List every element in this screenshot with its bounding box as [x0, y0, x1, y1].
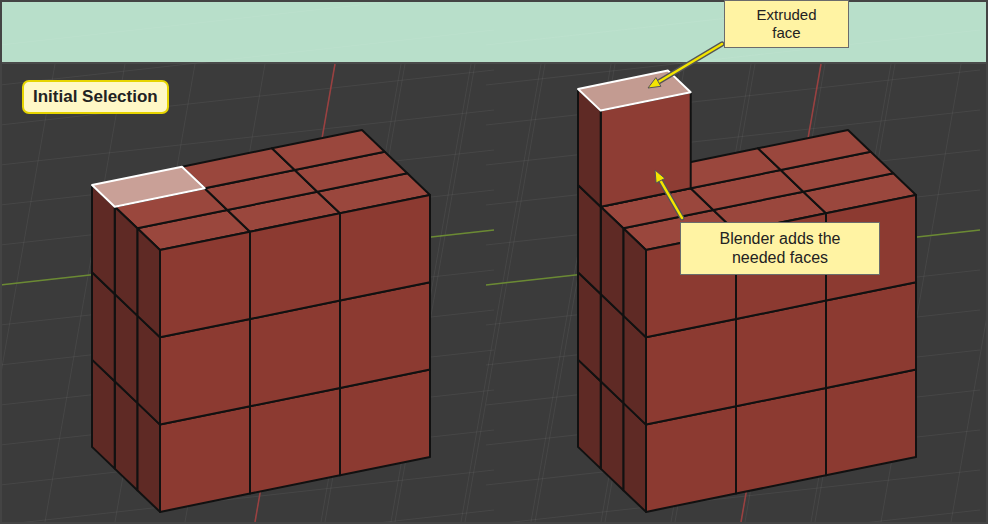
leader-arrow	[648, 44, 722, 88]
top-face-cell	[272, 130, 385, 170]
callout-text: Extruded face	[749, 6, 824, 42]
side-face-cell	[623, 228, 646, 337]
side-face-cell	[601, 207, 624, 316]
grid-line	[0, 64, 55, 522]
leader-shadow	[661, 181, 683, 218]
front-face-cell	[340, 195, 430, 301]
top-face-cell	[758, 130, 871, 170]
new-side-face	[601, 92, 691, 206]
extruded-face	[578, 71, 691, 111]
arrow-head	[655, 170, 665, 183]
grid-line	[0, 510, 494, 524]
grid-line	[45, 64, 125, 522]
leader-line	[661, 181, 683, 218]
callout-box: Extruded face	[724, 0, 849, 48]
band-border	[0, 62, 988, 64]
grid-line	[486, 70, 980, 125]
front-face-cell	[160, 232, 250, 338]
selected-face	[92, 167, 205, 207]
leader-line	[658, 44, 722, 82]
arrow-head	[648, 78, 661, 88]
grid-line	[531, 64, 611, 522]
cube-models	[92, 71, 916, 512]
leader-arrow	[655, 170, 682, 218]
cube	[92, 130, 430, 512]
side-face-cell	[115, 207, 138, 316]
header-band	[0, 0, 988, 63]
callout-text: Blender adds the needed faces	[711, 229, 849, 267]
callout-box: Blender adds the needed faces	[680, 222, 880, 275]
callout-text: Initial Selection	[33, 86, 158, 107]
grid-line	[0, 70, 494, 125]
grid-line	[486, 510, 980, 524]
cube	[578, 71, 916, 512]
grid-line	[461, 64, 541, 522]
side-face-cell	[137, 228, 160, 337]
grid-line	[0, 30, 494, 85]
leader-shadow	[658, 44, 722, 82]
selection-tag: Initial Selection	[22, 80, 169, 114]
front-face-cell	[250, 213, 340, 319]
grid-line	[465, 64, 545, 522]
grid-line	[951, 64, 988, 522]
